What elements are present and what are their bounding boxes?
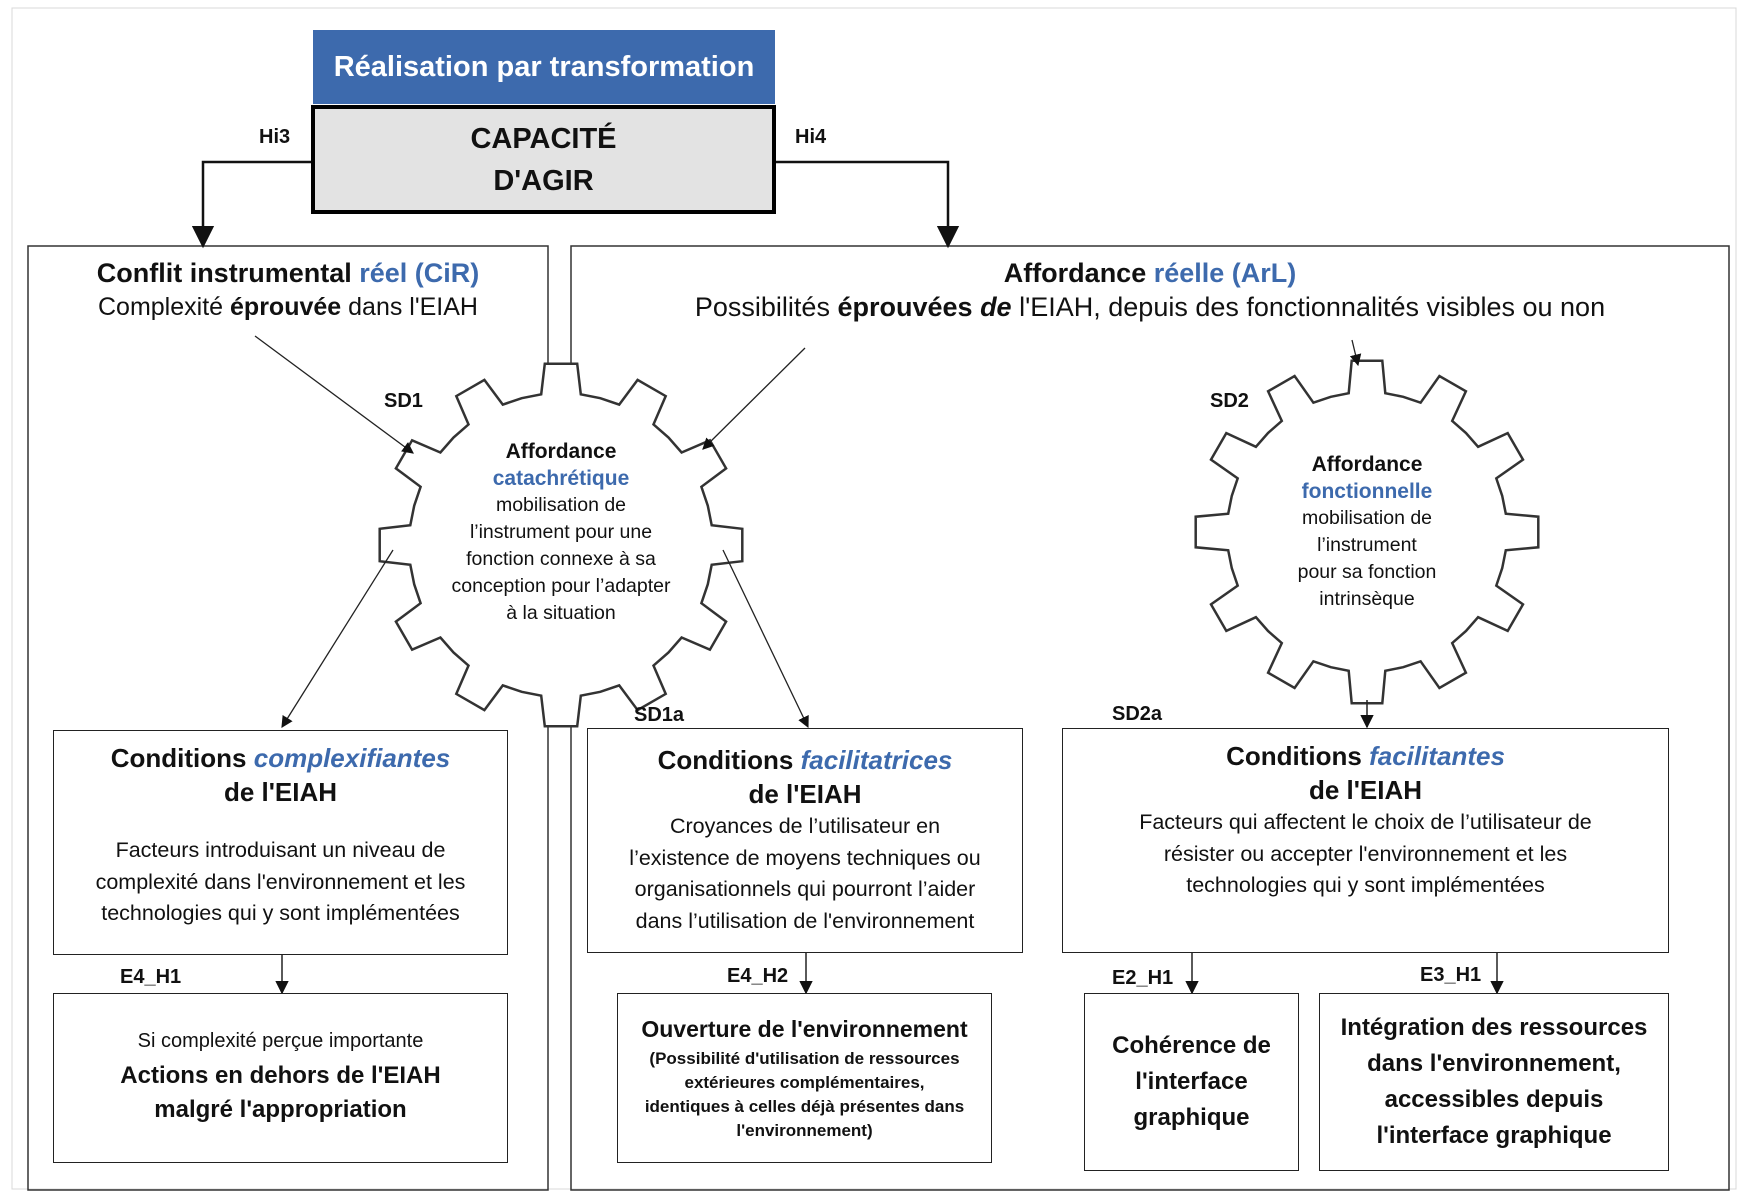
gear1-title: Affordance xyxy=(505,440,617,463)
gear1-line: à la situation xyxy=(506,602,616,624)
conditions-facilitatrices-box: Conditions facilitatrices de l'EIAH Croy… xyxy=(587,728,1023,953)
gear1-line: conception pour l’adapter xyxy=(451,575,671,597)
conditions-complexifiantes-subtitle: de l'EIAH xyxy=(223,777,338,807)
conditions-facilitantes-line: technologies qui y sont implémentées xyxy=(1186,873,1545,897)
arrow-gear1-to-complex xyxy=(281,549,394,728)
conditions-complexifiantes-line: Facteurs introduisant un niveau de xyxy=(115,838,446,862)
edge-label-e4h1: E4_H1 xyxy=(120,966,182,988)
gear2-line: intrinsèque xyxy=(1319,588,1415,610)
gear2-text: Affordance fonctionnelle mobilisation de… xyxy=(1227,451,1507,613)
result-e4h2-box: Ouverture de l'environnement (Possibilit… xyxy=(617,993,992,1163)
gear-sd2 xyxy=(1194,359,1540,705)
result-e4h1-line: Actions en dehors de l'EIAH xyxy=(120,1061,441,1089)
edge-label-sd2: SD2 xyxy=(1210,390,1249,412)
arrow-cir-to-gear1 xyxy=(254,335,414,454)
edge-label-sd1a: SD1a xyxy=(634,704,685,726)
hi3-arrow xyxy=(191,160,311,249)
edge-label-e2h1: E2_H1 xyxy=(1112,967,1174,989)
gear1-line: mobilisation de xyxy=(495,494,627,516)
conditions-facilitatrices-line: organisationnels qui pourront l’aider xyxy=(634,877,976,901)
capacite-line1: CAPACITÉ xyxy=(470,122,617,155)
title-banner: Réalisation par transformation xyxy=(313,30,775,104)
gear2-title: Affordance xyxy=(1311,453,1423,476)
result-e4h1-box: Si complexité perçue importante Actions … xyxy=(53,993,508,1163)
result-e2h1-box: Cohérence de l'interface graphique xyxy=(1084,993,1299,1171)
result-e2h1-line: l'interface xyxy=(1135,1068,1248,1095)
conditions-facilitatrices-line: l’existence de moyens techniques ou xyxy=(629,845,981,870)
arrow-arl-to-gear1 xyxy=(702,347,806,450)
result-e4h1-condition: Si complexité perçue importante xyxy=(137,1029,424,1052)
edge-label-sd1: SD1 xyxy=(384,390,423,412)
result-e2h1-line: graphique xyxy=(1133,1104,1250,1131)
result-e4h2-title: Ouverture de l'environnement xyxy=(641,1016,968,1042)
conditions-facilitantes-box: Conditions facilitantes de l'EIAH Facteu… xyxy=(1062,728,1669,953)
result-e3h1-line: Intégration des ressources xyxy=(1340,1014,1648,1041)
edge-label-e4h2: E4_H2 xyxy=(727,965,789,987)
result-e3h1-box: Intégration des ressources dans l'enviro… xyxy=(1319,993,1669,1171)
conditions-complexifiantes-line: technologies qui y sont implémentées xyxy=(101,901,460,925)
conditions-facilitantes-line: Facteurs qui affectent le choix de l’uti… xyxy=(1139,810,1592,834)
capacite-box: CAPACITÉ D'AGIR xyxy=(311,105,776,214)
conditions-facilitantes-line: résister ou accepter l'environnement et … xyxy=(1163,841,1568,866)
result-e2h1-line: Cohérence de xyxy=(1112,1032,1271,1059)
conditions-facilitatrices-line: Croyances de l’utilisateur en xyxy=(669,814,941,838)
conditions-facilitatrices-subtitle: de l'EIAH xyxy=(748,779,862,809)
result-e4h2-line: identiques à celles déjà présentes dans xyxy=(644,1097,965,1116)
arrow-arl-to-gear2 xyxy=(1349,339,1362,367)
result-e4h2-line: (Possibilité d'utilisation de ressources xyxy=(649,1049,960,1068)
gear-sd1 xyxy=(378,362,744,728)
gear2-line: pour sa fonction xyxy=(1297,561,1437,583)
conditions-complexifiantes-line: complexité dans l'environnement et les xyxy=(95,869,466,894)
result-e3h1-line: accessibles depuis xyxy=(1384,1086,1604,1113)
gear2-subtitle: fonctionnelle xyxy=(1301,480,1433,503)
right-panel-subtitle: Possibilités éprouvées de l'EIAH, depuis… xyxy=(694,292,1606,322)
left-panel-subtitle: Complexité éprouvée dans l'EIAH xyxy=(98,293,478,321)
gear1-line: fonction connexe à sa xyxy=(466,548,656,570)
conditions-complexifiantes-box: Conditions complexifiantes de l'EIAH Fac… xyxy=(53,730,508,955)
result-e4h2-line: l'environnement) xyxy=(736,1121,873,1140)
result-e3h1-line: dans l'environnement, xyxy=(1367,1050,1621,1077)
edge-label-sd2a: SD2a xyxy=(1112,703,1163,725)
conditions-facilitatrices-line: dans l’utilisation de l'environnement xyxy=(635,908,975,933)
gear1-subtitle: catachrétique xyxy=(492,467,630,490)
result-e3h1-line: l'interface graphique xyxy=(1376,1122,1612,1149)
left-panel-header: Conflit instrumental réel (CiR) Complexi… xyxy=(28,258,548,322)
gear2-line: l’instrument xyxy=(1317,534,1417,556)
conditions-facilitantes-title: Conditions facilitantes xyxy=(1226,741,1505,771)
edge-label-hi4: Hi4 xyxy=(795,126,827,148)
result-e4h1-line: malgré l'appropriation xyxy=(154,1095,407,1123)
conditions-complexifiantes-title: Conditions complexifiantes xyxy=(110,743,451,773)
result-e4h2-line: extérieures complémentaires, xyxy=(684,1073,925,1092)
gear1-text: Affordance catachrétique mobilisation de… xyxy=(420,438,702,627)
gear1-line: l’instrument pour une xyxy=(469,521,653,543)
arrow-gear1-to-facilitatrices xyxy=(722,549,809,729)
hi4-arrow xyxy=(776,160,960,249)
edge-label-hi3: Hi3 xyxy=(259,126,291,148)
capacite-line2: D'AGIR xyxy=(493,164,594,197)
left-panel-title: Conflit instrumental réel (CiR) xyxy=(96,258,480,288)
conditions-facilitantes-subtitle: de l'EIAH xyxy=(1308,775,1423,805)
right-panel-header: Affordance réelle (ArL) Possibilités épr… xyxy=(571,258,1729,323)
conditions-facilitatrices-title: Conditions facilitatrices xyxy=(657,745,953,775)
right-panel-title: Affordance réelle (ArL) xyxy=(1003,258,1297,288)
gear2-line: mobilisation de xyxy=(1301,507,1433,529)
edge-label-e3h1: E3_H1 xyxy=(1420,964,1482,986)
